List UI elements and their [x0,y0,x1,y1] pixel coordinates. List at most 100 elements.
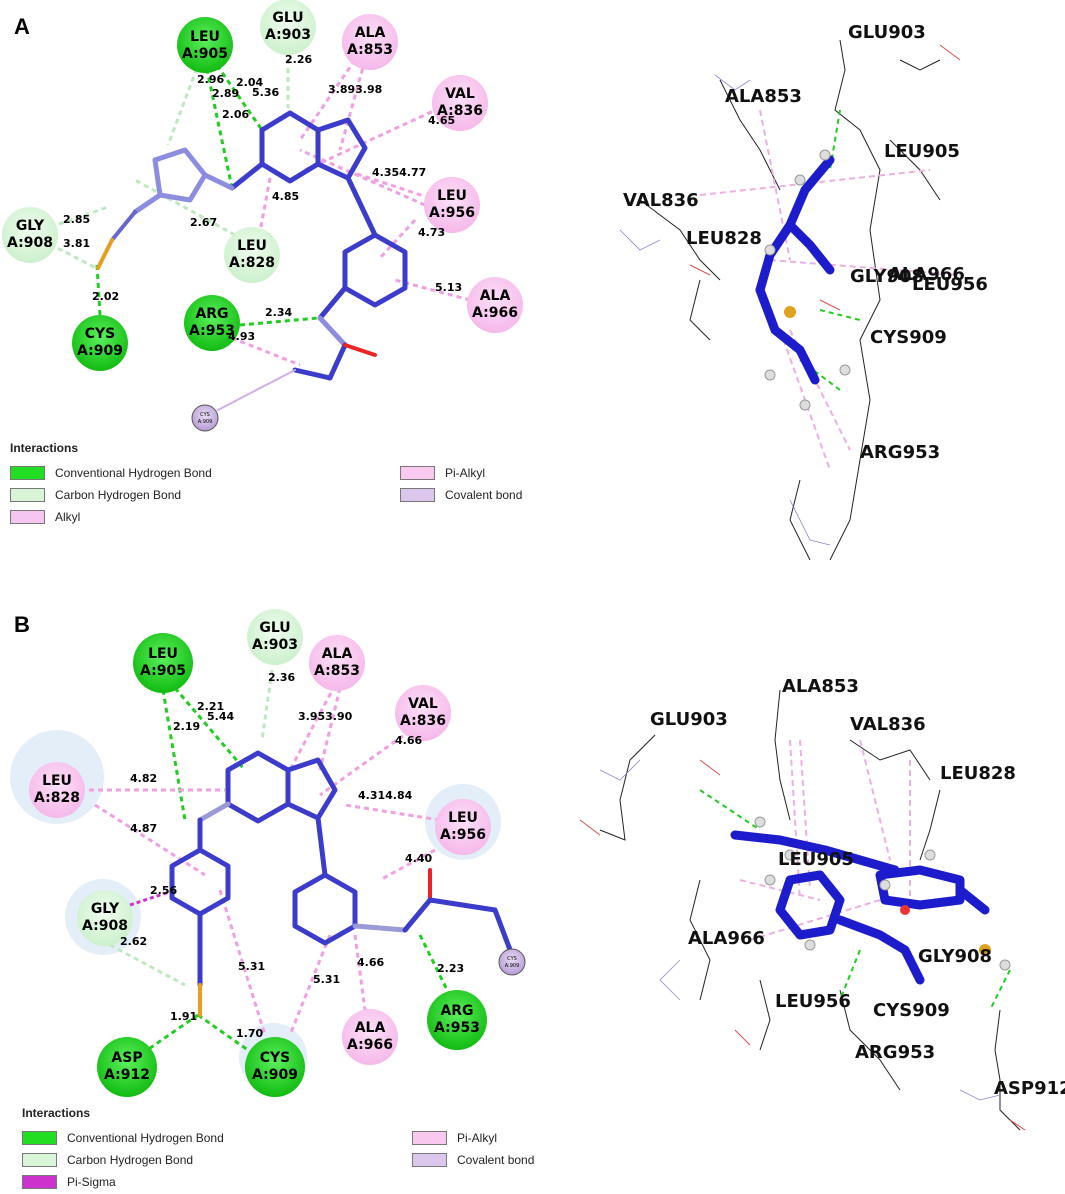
svg-text:ALA966: ALA966 [688,928,765,949]
svg-text:2.85: 2.85 [63,213,90,226]
panel-a-residue-cys909: CYS A:909 [72,315,128,371]
legend-label: Pi-Alkyl [445,466,486,480]
legend-swatch [10,466,45,480]
legend-label: Conventional Hydrogen Bond [67,1131,224,1145]
svg-text:CYS: CYS [260,1050,291,1066]
svg-text:ALA853: ALA853 [725,86,802,107]
svg-text:1.70: 1.70 [236,1027,263,1040]
svg-text:CYS: CYS [85,326,116,342]
legend-item-carbon-hbond: Carbon Hydrogen Bond [10,488,181,502]
svg-text:A:909: A:909 [505,963,520,969]
legend-item-covalent: Covalent bond [412,1153,534,1167]
panel-a-residue-gly908: GLY A:908 [2,207,58,263]
svg-text:ARG: ARG [195,306,228,322]
svg-text:A:828: A:828 [34,790,80,806]
svg-text:LEU: LEU [42,773,72,789]
svg-text:5.31: 5.31 [313,973,340,986]
svg-text:GLY908: GLY908 [850,266,924,287]
svg-text:GLY: GLY [91,901,120,917]
svg-text:4.65: 4.65 [428,114,455,127]
legend-swatch [412,1131,447,1145]
svg-text:2.19: 2.19 [173,720,200,733]
svg-text:2.56: 2.56 [150,884,177,897]
svg-text:2.89: 2.89 [212,87,239,100]
panel-b-residue-ala853: ALA A:853 [309,635,365,691]
svg-text:A:905: A:905 [182,46,228,62]
svg-text:ARG953: ARG953 [860,442,940,463]
svg-text:GLU903: GLU903 [650,709,728,730]
svg-text:VAL836: VAL836 [850,714,926,735]
svg-text:4.73: 4.73 [418,226,445,239]
panel-a-3d-pose [619,39,961,561]
svg-text:1.91: 1.91 [170,1010,197,1023]
panel-a-residue-arg953: ARG A:953 [184,295,240,351]
svg-text:GLU: GLU [272,10,303,26]
legend-swatch [400,466,435,480]
svg-text:A:956: A:956 [440,827,486,843]
svg-text:3.81: 3.81 [63,237,90,250]
svg-text:GLY908: GLY908 [918,946,992,967]
svg-text:GLU: GLU [259,620,290,636]
svg-text:2.96: 2.96 [197,73,224,86]
legend-swatch [22,1175,57,1189]
svg-text:ALA: ALA [480,288,511,304]
panel-a-interaction-lines [41,50,471,367]
svg-text:GLU903: GLU903 [848,22,926,43]
panel-b-3d-labels: ALA853 GLU903 VAL836 LEU828 LEU905 ALA96… [650,676,1065,1099]
svg-text:3.953.90: 3.953.90 [298,710,353,723]
svg-text:LEU828: LEU828 [940,763,1016,784]
legend-swatch [22,1131,57,1145]
svg-text:4.66: 4.66 [357,956,384,969]
svg-text:2.36: 2.36 [268,671,295,684]
svg-text:ALA966: ALA966 [888,264,965,285]
panel-a-residue-leu828: LEU A:828 [224,227,280,283]
svg-text:ALA: ALA [355,25,386,41]
legend-label: Pi-Alkyl [457,1131,498,1145]
svg-text:A:853: A:853 [314,663,360,679]
svg-text:A:953: A:953 [434,1020,480,1036]
legend-item-pi-alkyl: Pi-Alkyl [412,1131,497,1145]
svg-text:A:956: A:956 [429,205,475,221]
svg-text:VAL: VAL [445,86,475,102]
svg-text:A:908: A:908 [7,235,53,251]
svg-text:4.66: 4.66 [395,734,422,747]
svg-text:A:908: A:908 [82,918,128,934]
svg-text:A:836: A:836 [437,103,483,119]
svg-text:A:853: A:853 [347,42,393,58]
legend-item-carbon-hbond: Carbon Hydrogen Bond [22,1153,193,1167]
svg-text:LEU: LEU [237,238,267,254]
panel-a-3d-labels: GLU903 ALA853 LEU905 VAL836 LEU828 GLY90… [623,22,988,463]
panel-b-residue-gly908: GLY A:908 [77,890,133,946]
svg-text:ASP912: ASP912 [994,1078,1065,1099]
svg-text:2.21: 2.21 [197,700,224,713]
panel-a-residue-cys909-covalent: CYS A:909 [191,404,219,432]
svg-text:2.06: 2.06 [222,108,249,121]
svg-text:A:828: A:828 [229,255,275,271]
legend-item-pi-alkyl: Pi-Alkyl [400,466,485,480]
panel-b-residue-glu903: GLU A:903 [247,609,303,665]
svg-text:VAL: VAL [408,696,438,712]
panel-b-residue-asp912: ASP A:912 [97,1037,157,1097]
svg-text:VAL836: VAL836 [623,190,699,211]
panel-a-residue-leu905: LEU A:905 [177,17,233,73]
svg-text:ASP: ASP [111,1050,142,1066]
svg-text:A:953: A:953 [189,323,235,339]
svg-text:A:909: A:909 [77,343,123,359]
svg-text:CYS: CYS [507,956,517,962]
svg-text:LEU956: LEU956 [912,274,988,295]
svg-text:A:966: A:966 [472,305,518,321]
svg-text:A:903: A:903 [252,637,298,653]
svg-text:5.36: 5.36 [252,86,279,99]
svg-text:2.02: 2.02 [92,290,119,303]
panel-b-residue-leu828: LEU A:828 [29,762,85,818]
svg-text:2.34: 2.34 [265,306,292,319]
legend-swatch [412,1153,447,1167]
svg-text:A:912: A:912 [104,1067,150,1083]
legend-title: Interactions [22,1106,91,1120]
svg-text:ARG: ARG [440,1003,473,1019]
legend-swatch [10,510,45,524]
panel-b-legend: Interactions Conventional Hydrogen Bond … [22,1106,582,1192]
panel-a-residue-ala966: ALA A:966 [467,277,523,333]
svg-text:CYS: CYS [200,412,210,418]
